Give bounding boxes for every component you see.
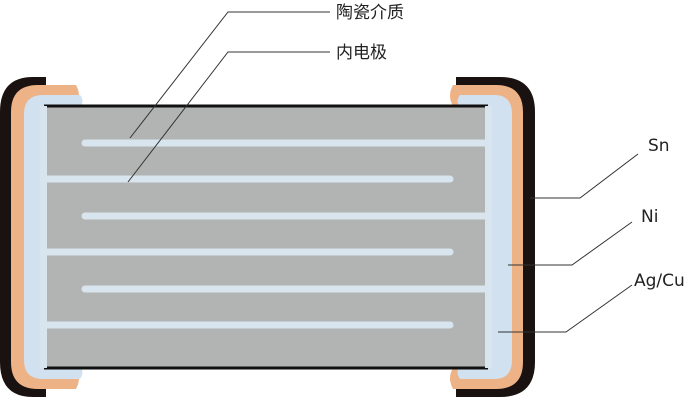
leader-ceramic-dielectric (129, 11, 330, 139)
label-ag-cu: Ag/Cu (634, 271, 685, 291)
label-ceramic-dielectric: 陶瓷介质 (336, 3, 404, 23)
leader-ni (508, 221, 633, 266)
inner-electrodes (40, 139, 492, 329)
label-ni: Ni (641, 207, 658, 227)
label-sn: Sn (648, 136, 670, 156)
leader-ag-cu (498, 284, 633, 333)
leader-inner-electrode (127, 51, 330, 183)
leader-sn (530, 153, 639, 199)
leader-lines (127, 11, 639, 333)
label-inner-electrode: 内电极 (336, 43, 387, 63)
left-termination-bar (40, 106, 47, 368)
right-termination-bar (485, 106, 492, 368)
